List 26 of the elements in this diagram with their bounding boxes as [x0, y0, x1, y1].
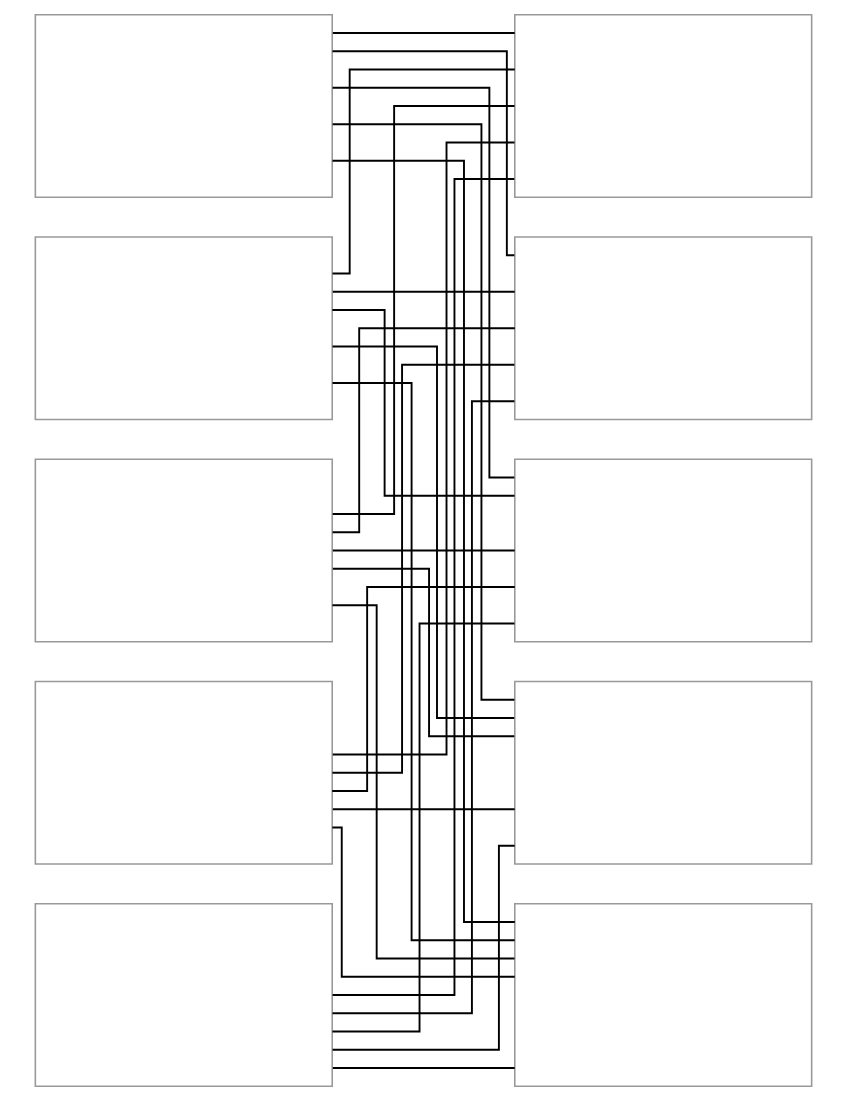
- connector: [331, 68, 516, 275]
- node-box: [34, 902, 333, 1088]
- node-box: [513, 458, 812, 643]
- node-box: [34, 680, 333, 865]
- node-box: [34, 13, 333, 199]
- connector: [330, 309, 515, 497]
- connector: [330, 586, 516, 792]
- connector: [331, 567, 515, 738]
- connector: [331, 32, 516, 34]
- node-box: [34, 458, 333, 643]
- connector: [330, 363, 515, 774]
- connector: [331, 50, 515, 257]
- connector: [331, 345, 515, 719]
- node-box: [34, 236, 333, 421]
- connector: [331, 1067, 516, 1069]
- node-box: [513, 902, 812, 1088]
- connector: [331, 327, 516, 534]
- connector: [331, 549, 516, 552]
- connector: [331, 290, 516, 293]
- node-box: [513, 13, 812, 199]
- connector: [330, 604, 515, 960]
- node-box: [513, 236, 812, 421]
- connector: [331, 808, 516, 811]
- connector: [330, 826, 516, 978]
- connector: [330, 622, 515, 1033]
- node-box: [513, 680, 812, 865]
